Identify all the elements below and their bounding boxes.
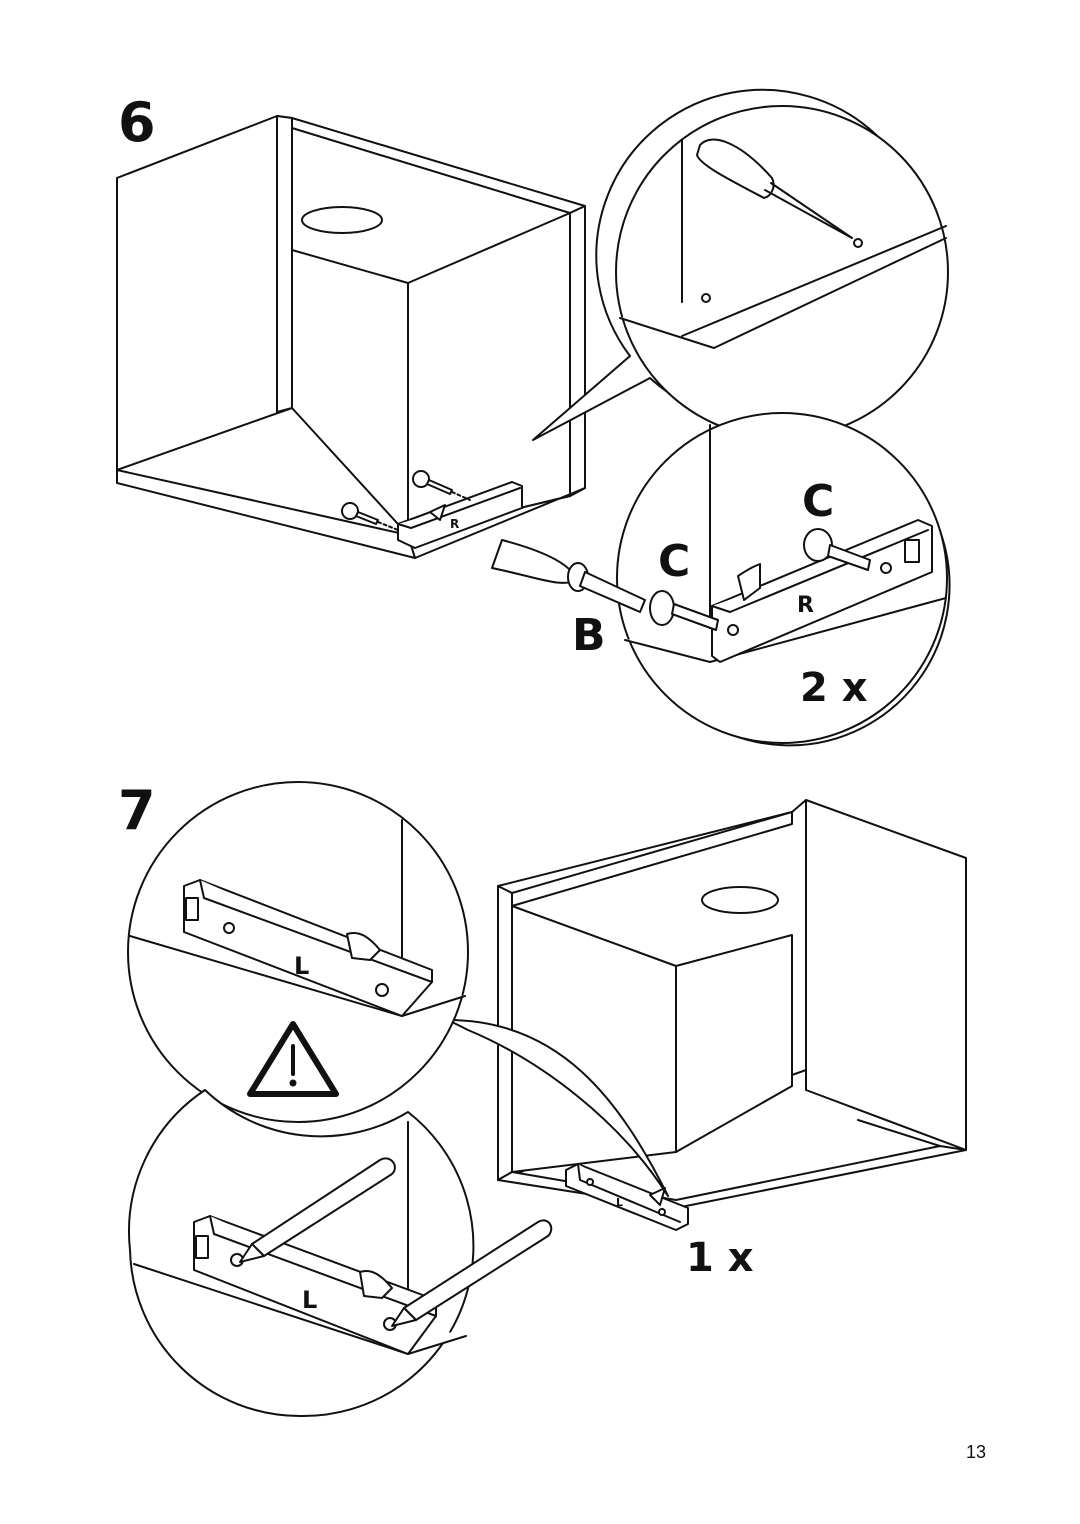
- screw-icon: [341, 470, 453, 525]
- awl-icon: [696, 138, 853, 239]
- part-label-b: B: [572, 610, 606, 661]
- part-label-c-upper: C: [802, 476, 835, 527]
- step-6-number: 6: [118, 91, 156, 154]
- screw-detail-circle: R: [616, 412, 951, 747]
- cabinet-illustration: R: [116, 115, 586, 559]
- part-label-c-lower: C: [658, 536, 691, 587]
- step-7-quantity: 1 x: [686, 1235, 754, 1281]
- screwdriver-icon: [491, 539, 646, 613]
- mounting-rail: R: [711, 519, 933, 663]
- awl-detail-circle: [532, 88, 949, 441]
- mounting-rail: R: [397, 481, 523, 549]
- step-7-number: 7: [118, 779, 156, 842]
- step-6-quantity: 2 x: [800, 665, 868, 711]
- rail-mark-small: R: [450, 517, 459, 531]
- page-number: 13: [966, 1442, 987, 1462]
- screw-icon: [649, 528, 871, 631]
- rail-mark-large: R: [797, 593, 814, 618]
